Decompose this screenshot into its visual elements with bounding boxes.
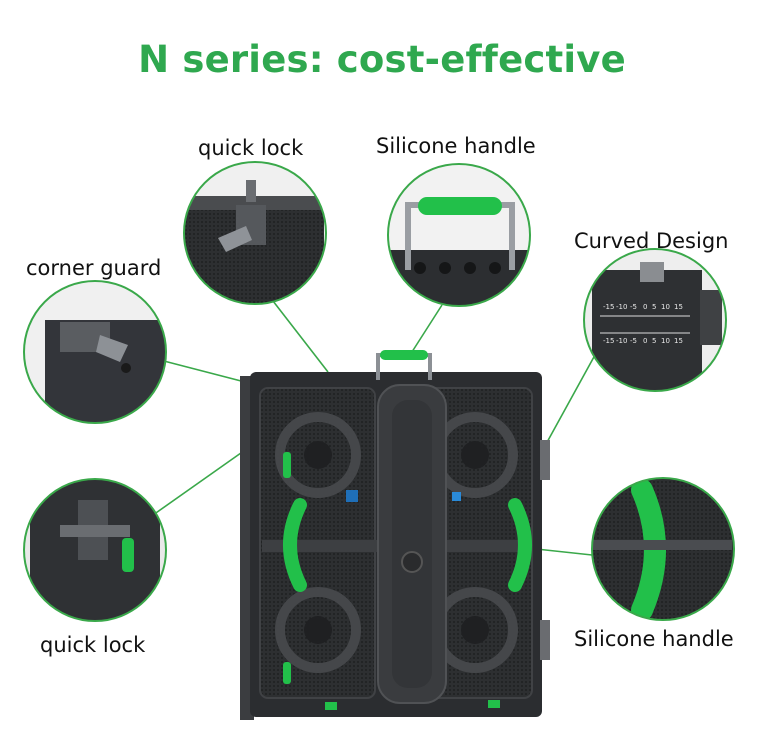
- led-cabinet: [240, 350, 550, 720]
- label-corner-guard: corner guard: [26, 256, 162, 280]
- scale-tick: -10: [616, 303, 627, 311]
- scale-tick: -15: [603, 303, 614, 311]
- curved-scale-lower: -15 -10 -5 0 5 10 15: [603, 337, 683, 345]
- detail-quick-lock-top: [183, 161, 327, 305]
- scale-tick: -10: [616, 337, 627, 345]
- detail-silicone-handle-bottom: [591, 477, 735, 621]
- detail-curved-design: [583, 248, 727, 392]
- curved-scale-upper: -15 -10 -5 0 5 10 15: [603, 303, 683, 311]
- scale-tick: 15: [674, 337, 683, 345]
- scale-ticks: [600, 315, 690, 334]
- detail-quick-lock-bottom: [23, 478, 167, 622]
- scale-tick: 15: [674, 303, 683, 311]
- page-title: N series: cost-effective: [138, 38, 626, 81]
- label-silicone-handle-top: Silicone handle: [376, 134, 536, 158]
- detail-silicone-handle-top: [387, 163, 531, 307]
- scale-tick: 0: [643, 337, 647, 345]
- scale-tick: -15: [603, 337, 614, 345]
- scale-tick: -5: [630, 337, 637, 345]
- scale-tick: 0: [643, 303, 647, 311]
- scale-tick: 5: [652, 337, 656, 345]
- scale-tick: 10: [661, 303, 670, 311]
- label-silicone-handle-bottom: Silicone handle: [574, 627, 734, 651]
- label-quick-lock-top: quick lock: [198, 136, 304, 160]
- callout-lines: [152, 300, 596, 556]
- label-quick-lock-bottom: quick lock: [40, 633, 146, 657]
- detail-corner-guard: [23, 280, 167, 424]
- scale-tick: -5: [630, 303, 637, 311]
- scale-tick: 10: [661, 337, 670, 345]
- scale-tick: 5: [652, 303, 656, 311]
